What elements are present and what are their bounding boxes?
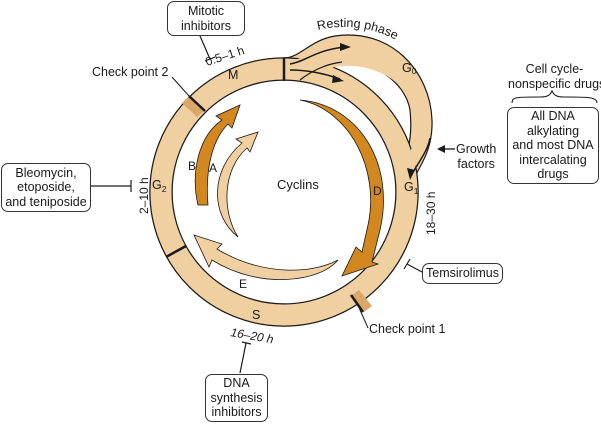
divider-g2-m: [188, 95, 206, 112]
growth-factors-line-1: Growth: [456, 142, 497, 156]
phase-g1-label: G1: [404, 180, 419, 196]
cyclins-center-label: Cyclins: [277, 177, 319, 192]
bleomycin-line-2: etoposide,: [17, 180, 75, 195]
checkpoint-1-label: Check point 1: [369, 322, 446, 336]
dna-synthesis-inhibitors-box: DNA synthesis inhibitors: [205, 374, 268, 422]
dna-synthesis-line-3: inhibitors: [211, 405, 262, 420]
checkpoint-1-marker: [352, 290, 372, 312]
checkpoint-2-leader: [171, 76, 190, 97]
nonspecific-line-4: intercalating: [519, 152, 587, 167]
cyclin-d-label: D: [373, 184, 382, 198]
divider-s-g2: [165, 244, 187, 259]
phase-m-label: M: [228, 68, 238, 82]
mitotic-line-2: inhibitors: [180, 18, 232, 33]
nonspecific-drugs-header: Cell cycle- nonspecific drugs: [508, 62, 601, 91]
phase-g0-label: G0: [402, 61, 417, 76]
mitotic-inhibitor-line: [199, 35, 211, 60]
mitotic-line-1: Mitotic: [187, 4, 225, 18]
dna-synthesis-line-2: synthesis: [210, 390, 263, 405]
cyclin-a-label: A: [209, 161, 217, 175]
nonspecific-line-1: All DNA: [531, 109, 575, 124]
cyclin-b-arrow: [194, 104, 241, 206]
bleomycin-line-3: and teniposide: [5, 194, 87, 209]
cyclin-d-arrow: [299, 99, 384, 277]
cyclin-e-arrow: [193, 234, 339, 281]
cyclin-e-label: E: [239, 277, 247, 291]
nonspecific-header-line-2: nonspecific drugs: [508, 76, 601, 91]
phase-g2-label: G2: [152, 178, 167, 194]
temsirolimus-box: Temsirolimus: [422, 263, 503, 284]
temsirolimus-label: Temsirolimus: [426, 266, 499, 281]
duration-g2: 2–10 h: [137, 177, 151, 214]
growth-factors-line-2: factors: [457, 156, 495, 171]
growth-factors-label: Growth factors: [456, 142, 496, 171]
duration-g1: 18–30 h: [424, 192, 438, 235]
nonspecific-drugs-box: All DNA alkylating and most DNA intercal…: [507, 107, 599, 184]
nonspecific-header-line-1: Cell cycle-: [525, 62, 584, 76]
temsirolimus-inhibitor-line: [406, 263, 423, 273]
cyclin-a-arrow: [217, 131, 259, 238]
nonspecific-line-3: and most DNA: [512, 138, 594, 153]
mitotic-inhibitors-box: Mitotic inhibitors: [167, 1, 245, 36]
bleomycin-box: Bleomycin, etoposide, and teniposide: [1, 163, 91, 212]
g0-entry-arrow: [289, 46, 346, 65]
dna-synthesis-inhibitor-line: [239, 342, 247, 374]
bleomycin-line-1: Bleomycin,: [15, 165, 77, 180]
cyclin-b-label: B: [188, 159, 196, 173]
nonspecific-brace: [511, 89, 598, 104]
checkpoint-2-label: Check point 2: [92, 65, 169, 79]
nonspecific-line-5: drugs: [537, 167, 569, 182]
duration-s: 16–20 h: [229, 325, 274, 346]
checkpoint-2-marker: [182, 96, 205, 117]
dna-synthesis-line-1: DNA: [223, 376, 250, 391]
phase-s-label: S: [252, 308, 260, 322]
nonspecific-line-2: alkylating: [526, 123, 580, 138]
checkpoint-1-leader: [356, 302, 369, 329]
